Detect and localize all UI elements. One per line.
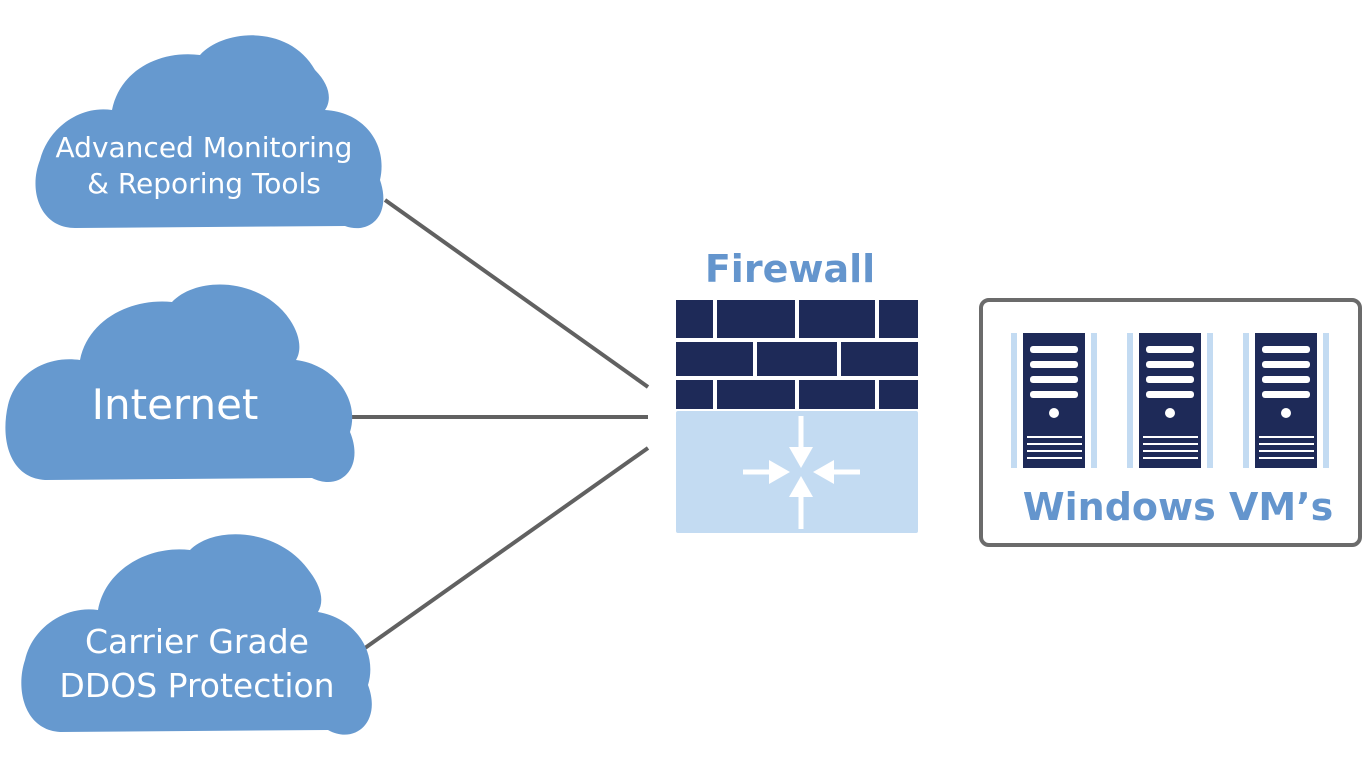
connector-lines [350,198,650,650]
cloud-ddos-line1: Carrier Grade [85,622,309,661]
server-icon [1011,333,1097,468]
firewall-label: Firewall [705,247,875,291]
cloud-internet: Internet [5,284,355,483]
cloud-icon [21,534,372,735]
vms-label: Windows VM’s [1023,485,1334,529]
firewall-icon [676,300,918,533]
cloud-monitoring-line1: Advanced Monitoring [56,131,353,164]
server-icon [1243,333,1329,468]
cloud-monitoring: Advanced Monitoring & Reporing Tools [35,35,384,229]
connector-monitoring [383,198,650,389]
cloud-icon [35,35,384,229]
server-icon [1127,333,1213,468]
cloud-ddos-line2: DDOS Protection [59,666,334,705]
cloud-monitoring-line2: & Reporing Tools [87,167,321,200]
cloud-internet-label: Internet [92,380,259,429]
connector-ddos [363,446,650,650]
cloud-icon [5,284,355,483]
arrow-icon [743,416,860,529]
cloud-ddos: Carrier Grade DDOS Protection [21,534,372,735]
vm-box: Windows VM’s [979,298,1362,547]
firewall: Firewall [676,247,918,533]
